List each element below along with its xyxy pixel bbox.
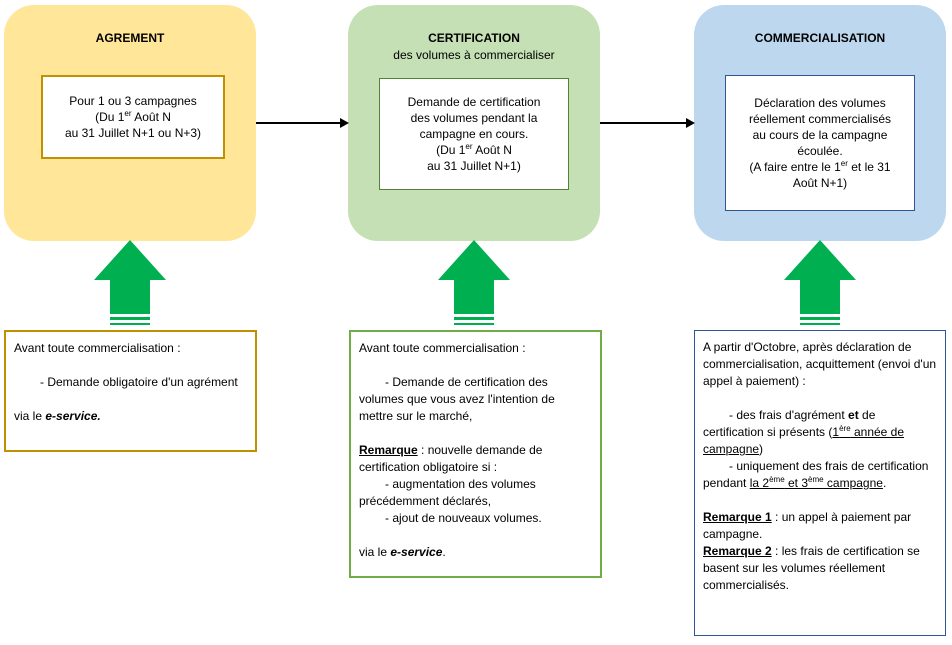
up-arrow-agrement — [94, 240, 166, 325]
note-commercialisation-line: A partir d'Octobre, après déclaration de… — [703, 340, 937, 388]
note-certification-line: via le e-service. — [359, 545, 446, 559]
note-commercialisation-line: Remarque 1 : un appel à paiement par cam… — [703, 510, 912, 541]
arrow-right-1 — [256, 118, 349, 128]
note-agrement-line: Avant toute commercialisation : — [14, 341, 181, 355]
note-agrement-line: via le e-service. — [14, 409, 101, 423]
stage-agrement-title: AGREMENT — [95, 31, 165, 45]
note-certification-line: - augmentation des volumes précédemment … — [359, 477, 536, 508]
note-certification-line: - Demande de certification des volumes q… — [359, 375, 555, 423]
note-certification-line: Avant toute commercialisation : — [359, 341, 526, 355]
note-agrement-line: - Demande obligatoire d'un agrément — [40, 375, 238, 389]
stage-certification: CERTIFICATION des volumes à commercialis… — [348, 5, 600, 241]
stage-commercialisation-box: Déclaration des volumes réellement comme… — [725, 75, 915, 211]
stage-commercialisation: COMMERCIALISATION Déclaration des volume… — [694, 5, 946, 241]
stage-agrement: AGREMENT Pour 1 ou 3 campagnes (Du 1er A… — [4, 5, 256, 241]
stage-commercialisation-title: COMMERCIALISATION — [754, 31, 886, 45]
up-arrow-certification — [438, 240, 510, 325]
note-commercialisation: A partir d'Octobre, après déclaration de… — [694, 330, 946, 636]
note-agrement: Avant toute commercialisation : - Demand… — [4, 330, 257, 452]
note-certification-line: - ajout de nouveaux volumes. — [385, 511, 542, 525]
stage-agrement-box: Pour 1 ou 3 campagnes (Du 1er Août N au … — [41, 75, 225, 159]
arrow-right-2 — [600, 118, 695, 128]
note-commercialisation-line: Remarque 2 : les frais de certification … — [703, 544, 920, 592]
stage-certification-title: CERTIFICATION — [428, 31, 520, 45]
up-arrow-commercialisation — [784, 240, 856, 325]
note-commercialisation-line: - des frais d'agrément et de certificati… — [703, 408, 905, 456]
note-commercialisation-line: - uniquement des frais de certification … — [703, 459, 929, 490]
stage-certification-box: Demande de certification des volumes pen… — [379, 78, 569, 190]
note-certification-line: Remarque : nouvelle demande de certifica… — [359, 443, 543, 474]
stage-certification-subtitle: des volumes à commercialiser — [393, 48, 555, 62]
note-certification: Avant toute commercialisation : - Demand… — [349, 330, 602, 578]
